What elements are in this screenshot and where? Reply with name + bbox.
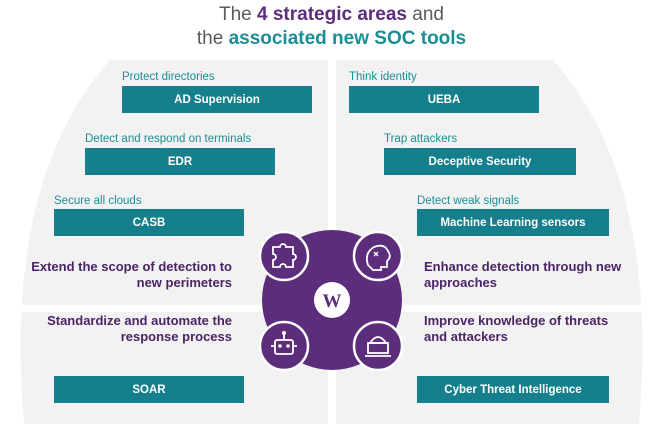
title-line-1: The 4 strategic areas and	[218, 4, 444, 25]
tool-soar[interactable]: SOAR	[54, 376, 244, 403]
tool-casb[interactable]: CASB	[54, 209, 244, 236]
label-protect-directories: Protect directories	[122, 71, 215, 83]
puzzle-icon	[258, 230, 310, 282]
area-improve-knowledge: Improve knowledge of threats and attacke…	[424, 313, 609, 344]
title-line-2: the associated new SOC tools	[196, 28, 467, 49]
label-detect-weak-signals: Detect weak signals	[417, 195, 520, 207]
brain-icon	[352, 230, 404, 282]
area-extend-scope: Extend the scope of detection to new per…	[31, 259, 232, 290]
company-logo: W	[314, 282, 350, 318]
tool-deceptive-security[interactable]: Deceptive Security	[384, 148, 576, 175]
area-enhance-detection: Enhance detection through new approaches	[424, 259, 622, 290]
tool-ad-supervision[interactable]: AD Supervision	[122, 86, 312, 113]
hacker-icon	[352, 320, 404, 372]
area-standardize-automate: Standardize and automate the response pr…	[47, 313, 232, 344]
label-trap-attackers: Trap attackers	[384, 133, 458, 145]
svg-text:W: W	[323, 291, 342, 312]
label-think-identity: Think identity	[349, 71, 417, 83]
label-secure-clouds: Secure all clouds	[54, 195, 142, 207]
tool-ueba[interactable]: UEBA	[349, 86, 539, 113]
robot-icon	[258, 320, 310, 372]
label-detect-respond-terminals: Detect and respond on terminals	[85, 133, 252, 145]
tool-machine-learning-sensors[interactable]: Machine Learning sensors	[417, 209, 609, 236]
tool-cyber-threat-intelligence[interactable]: Cyber Threat Intelligence	[417, 376, 609, 403]
tool-edr[interactable]: EDR	[85, 148, 275, 175]
